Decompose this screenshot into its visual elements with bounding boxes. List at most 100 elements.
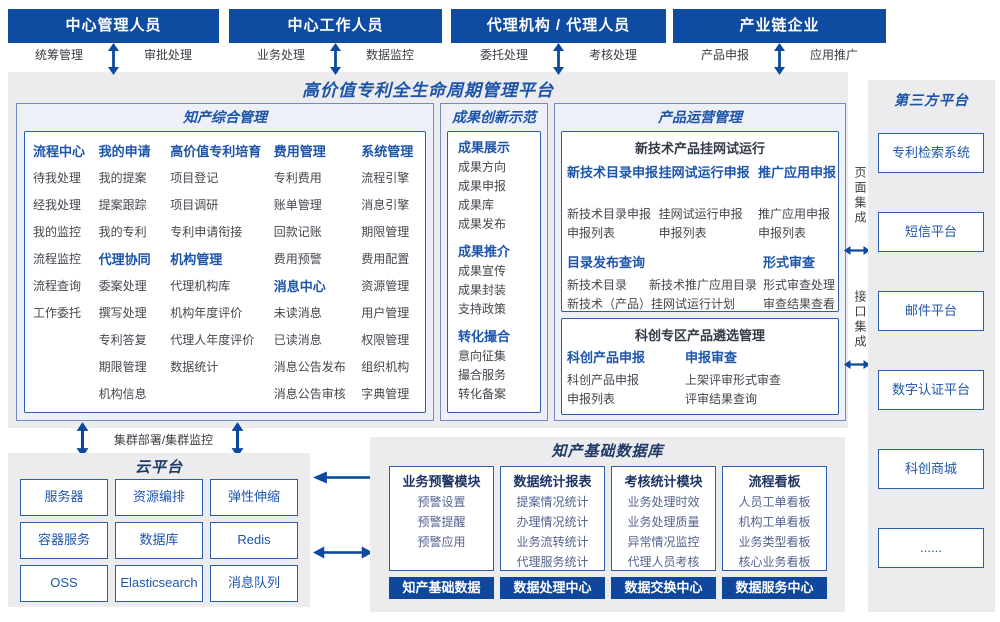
module-item: 预警设置	[417, 495, 466, 509]
role-capability-label: 委托处理	[479, 48, 528, 62]
new-tech-trial-box: 新技术产品挂网试运行 新技术目录申报 新技术目录申报申报列表 挂网试运行申报 挂…	[561, 131, 839, 312]
data-center-box: 数据处理中心	[500, 577, 605, 599]
ip-item: 流程监控	[33, 252, 82, 266]
vertical-double-arrow-icon	[76, 422, 89, 457]
module-header: 考核统计模块	[624, 474, 703, 489]
ip-item: 用户管理	[361, 306, 410, 320]
data-center-box: 知产基础数据	[389, 577, 494, 599]
module-header: 流程看板	[748, 474, 801, 489]
module-items: 业务处理时效业务处理质量异常情况监控代理人员考核	[612, 492, 715, 572]
role-capability-label: 应用推广	[810, 48, 859, 62]
ops-items: 科创产品申报申报列表	[567, 371, 685, 409]
ops-item: 新技术（产品）挂网试运行计划	[567, 297, 736, 311]
ops-item: 新技术目录申报	[567, 207, 652, 221]
role-capability-label: 业务处理	[256, 48, 305, 62]
ops-items: 上架评审形式审查评审结果查询	[685, 371, 836, 409]
module-item: 业务流转统计	[516, 535, 589, 549]
ip-column-fee-management: 费用管理专利费用账单管理回款记账费用预警消息中心未读消息已读消息消息公告发布消息…	[274, 138, 362, 408]
achievement-item: 转化备案	[458, 387, 507, 401]
ops-subheader: 科创产品申报	[567, 350, 646, 365]
db-centers-row: 知产基础数据数据处理中心数据交换中心数据服务中心	[389, 577, 827, 599]
ops-items: 形式审查处理审查结果查看	[763, 276, 836, 314]
ip-item: 期限管理	[361, 225, 410, 239]
ip-item: 期限管理	[98, 360, 147, 374]
ip-item-header: 费用管理	[273, 144, 326, 159]
ops-item: 新技术推广应用目录	[649, 278, 758, 292]
module-header: 数据统计报表	[513, 474, 592, 489]
ip-item: 费用配置	[361, 252, 410, 266]
module-item: 办理情况统计	[516, 515, 589, 529]
section-title: 成果创新示范	[452, 109, 536, 125]
ops-item: 申报列表	[567, 226, 616, 240]
third-party-box: 专利检索系统	[878, 133, 984, 173]
ip-column-patent-cultivation: 高价值专利培育项目登记项目调研专利申请衔接机构管理代理机构库机构年度评价代理人年…	[170, 138, 273, 408]
ip-item: 提案跟踪	[98, 198, 147, 212]
role-capability-label: 数据监控	[366, 48, 415, 62]
achievement-item: 成果发布	[458, 217, 507, 231]
ip-item-header: 高价值专利培育	[170, 144, 262, 159]
ops-items: 推广应用申报申报列表	[758, 205, 836, 243]
ip-item: 撰写处理	[98, 306, 147, 320]
module-item: 业务类型看板	[738, 535, 811, 549]
section-title: 知产综合管理	[183, 109, 267, 125]
api-integration-label: 接口集成	[853, 290, 867, 350]
horizontal-double-arrow-icon	[313, 546, 373, 559]
module-process-kanban: 流程看板 人员工单看板机构工单看板业务类型看板核心业务看板	[722, 466, 827, 571]
ops-subheader: 新技术目录申报	[567, 165, 659, 180]
role-capability-label: 产品申报	[700, 48, 749, 62]
ops-subheader: 挂网试运行申报	[658, 165, 750, 180]
role-group-center-staff: 中心工作人员 业务处理 数据监控	[229, 0, 442, 80]
achievement-item: 支持政策	[458, 302, 507, 316]
module-item: 核心业务看板	[738, 555, 811, 569]
ip-item: 消息引擎	[361, 198, 410, 212]
module-items: 提案情况统计办理情况统计业务流转统计代理服务统计	[501, 492, 604, 572]
new-tech-columns: 新技术目录申报 新技术目录申报申报列表 挂网试运行申报 挂网试运行申报申报列表 …	[567, 163, 836, 243]
third-party-box: ......	[878, 528, 984, 568]
cloud-service-box: 资源编排	[115, 479, 203, 516]
catalog-line1: 新技术目录 新技术推广应用目录	[567, 276, 763, 295]
ops-item: 申报列表	[658, 226, 707, 240]
ip-item: 我的提案	[98, 171, 147, 185]
vertical-double-arrow-icon	[330, 43, 341, 75]
achievement-item: 成果库	[458, 198, 495, 212]
achievement-list: 成果展示成果方向成果申报成果库成果发布成果推介成果宣传成果封装支持政策转化撮合意…	[458, 137, 510, 404]
third-party-list: 专利检索系统短信平台邮件平台数字认证平台科创商城......	[878, 133, 984, 568]
ip-item-header: 系统管理	[361, 144, 414, 159]
role-title-agency: 代理机构 / 代理人员	[451, 9, 666, 43]
module-item: 提案情况统计	[516, 495, 589, 509]
col-promotion-application: 推广应用申报 推广应用申报申报列表	[758, 163, 836, 243]
ip-item: 消息公告发布	[273, 360, 346, 374]
cloud-service-box: 数据库	[115, 522, 203, 559]
role-capabilities: 业务处理 数据监控	[229, 43, 442, 75]
role-title-center-staff: 中心工作人员	[229, 9, 442, 43]
ip-item-header: 消息中心	[273, 279, 326, 294]
ip-item: 委案处理	[98, 279, 147, 293]
ip-item: 工作委托	[33, 306, 82, 320]
cloud-service-box: 弹性伸缩	[210, 479, 298, 516]
ip-columns: 流程中心待我处理经我处理我的监控流程监控流程查询工作委托 我的申请我的提案提案跟…	[33, 138, 419, 408]
module-item: 代理服务统计	[516, 555, 589, 569]
ops-item: 申报列表	[757, 226, 806, 240]
module-assessment-statistics: 考核统计模块 业务处理时效业务处理质量异常情况监控代理人员考核	[611, 466, 716, 571]
ip-column-my-applications: 我的申请我的提案提案跟踪我的专利代理协同委案处理撰写处理专利答复期限管理机构信息	[99, 138, 171, 408]
ip-item-header: 流程中心	[33, 144, 86, 159]
third-party-title: 第三方平台	[894, 92, 969, 108]
kechuang-columns: 科创产品申报 科创产品申报申报列表 申报审查 上架评审形式审查评审结果查询	[567, 348, 836, 409]
vertical-double-arrow-icon	[774, 43, 785, 75]
db-modules-grid: 业务预警模块 预警设置预警提醒预警应用 数据统计报表 提案情况统计办理情况统计业…	[389, 466, 827, 571]
achievement-item: 成果方向	[458, 160, 507, 174]
formal-review: 形式审查 形式审查处理审查结果查看	[763, 253, 836, 314]
achievement-item: 撮合服务	[458, 368, 507, 382]
cloud-service-box: 容器服务	[20, 522, 108, 559]
ops-subheader: 申报审查	[685, 350, 738, 365]
ip-item: 我的监控	[33, 225, 82, 239]
ip-item: 专利申请衔接	[170, 225, 243, 239]
vertical-double-arrow-icon	[553, 43, 564, 75]
panel-third-party: 第三方平台 专利检索系统短信平台邮件平台数字认证平台科创商城......	[868, 80, 995, 612]
section-ip-management: 知产综合管理 流程中心待我处理经我处理我的监控流程监控流程查询工作委托 我的申请…	[16, 103, 434, 421]
role-capabilities: 统筹管理 审批处理	[8, 43, 219, 75]
ops-item: 审查结果查看	[763, 297, 836, 311]
ip-item: 机构年度评价	[170, 306, 243, 320]
ip-item-header: 机构管理	[170, 252, 223, 267]
